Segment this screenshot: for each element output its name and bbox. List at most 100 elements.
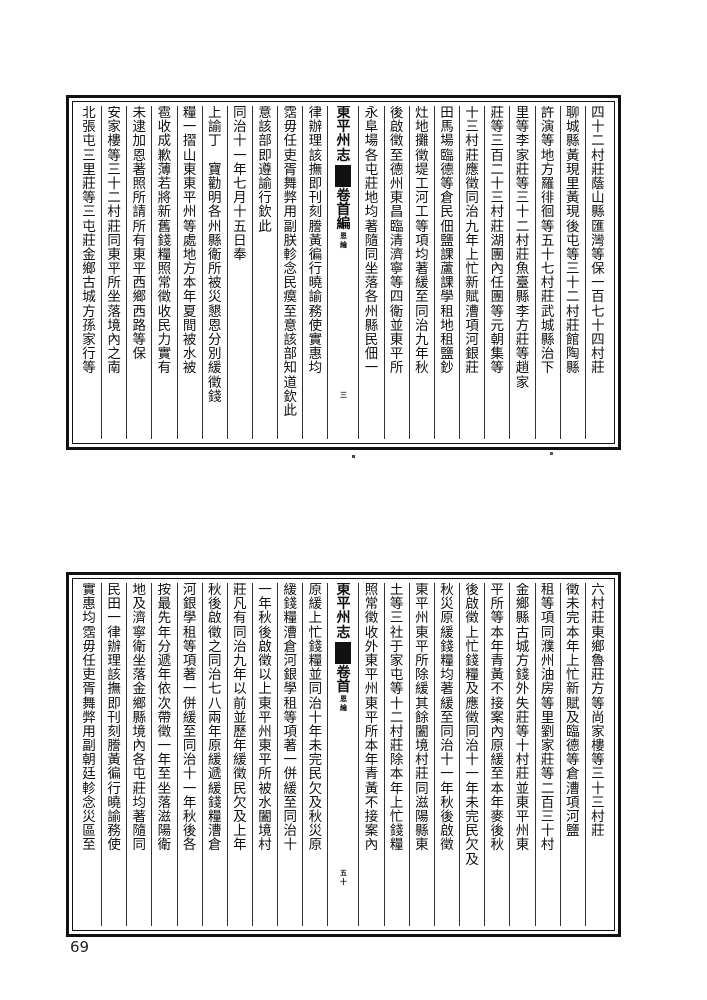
character: 衛 [207,246,222,263]
character: 歷 [233,723,247,740]
character: 未 [566,596,580,613]
character: 年 [258,596,272,613]
character: 三 [566,261,580,278]
character: 平 [132,261,147,278]
text-column: 莊等三百二十三村莊湖團內任團等元朝集等 [484,106,509,439]
character: 鄉 [132,289,147,306]
character: 學 [182,610,197,627]
character: 被 [207,275,222,292]
character: 年 [490,638,505,655]
character: 學 [440,289,454,306]
character: 村 [465,133,479,150]
character: 濮 [540,638,555,655]
character: 十 [490,175,505,192]
character: 綸 [339,240,347,250]
character: 上 [566,652,580,669]
character: 舞 [82,695,96,712]
character: 安 [107,106,121,121]
character: 莊 [389,738,404,755]
book-title: 東平州志 [328,106,358,163]
character: 朝 [82,752,96,769]
character: 知 [283,360,297,377]
text-column: 秋災原緩錢糧均著緩至同治十一年秋後啟徵 [433,583,459,926]
character: 衛 [389,303,404,320]
character: 陶 [566,346,580,363]
character: 軫 [82,780,96,797]
character: 未 [132,106,147,121]
text-column: 律辦理該撫即刊刻謄黃徧行曉諭務使實惠均 [302,106,327,439]
character: 年 [182,794,197,811]
character: 未 [465,794,479,811]
character: 常 [364,596,379,613]
text-column: 安家樓等三十二村莊同東平所坐落境內之南 [101,106,126,439]
character: 及 [566,709,580,726]
character: 徵 [465,175,479,192]
character: 三 [515,190,530,207]
character: 以 [233,681,247,698]
character: 學 [283,681,297,698]
character: 年 [233,837,247,854]
character: 團 [490,289,505,306]
character: 同 [233,624,247,641]
character: 逮 [132,119,147,136]
character: 隨 [132,823,147,840]
character: 東 [336,583,351,598]
character: 失 [515,695,530,712]
character: 即 [308,175,323,192]
character: 縣 [566,133,580,150]
character: 各 [182,837,197,854]
character: 年 [415,346,429,363]
character: 屯 [389,667,404,684]
character: 方 [540,161,555,178]
character: 等 [540,766,555,783]
character: 三 [465,119,479,136]
character: 上 [465,246,479,263]
character: 德 [566,738,580,755]
character: 東 [182,175,197,192]
character: 秋 [415,360,429,377]
character: 二 [515,218,530,235]
character: 闔 [258,809,272,825]
character: 接 [490,695,505,712]
chapter-note: 恩綸 [328,231,358,249]
character: 外 [515,681,530,698]
text-column: 莊凡有同治九年以前並歷年緩徵民欠及上年 [226,583,252,926]
character: 鹽 [440,346,454,363]
character: 十 [566,275,580,292]
character: 鈔 [440,360,454,377]
character: 州 [258,723,272,740]
character: 謄 [308,218,323,235]
character: 方 [515,652,530,669]
text-column: 原緩上忙錢糧並同治十年未完民欠及秋災原 [302,583,327,926]
character: 南 [107,360,121,377]
character: 同 [233,106,247,121]
character: 徵 [440,837,454,854]
character: 將 [157,190,172,207]
character: 應 [465,695,479,712]
character: 錢 [440,638,454,655]
character: 莊 [490,106,505,121]
character: 三 [540,809,555,825]
character: 四 [591,332,605,348]
character: 同 [207,652,222,669]
character: 地 [364,190,379,207]
character: 鹽 [440,232,454,249]
character: 糧 [283,610,297,627]
character: 城 [82,289,96,306]
character: 凡 [233,596,247,613]
character: 卷 [336,187,351,204]
character: 年 [566,638,580,655]
character: 上 [258,681,272,698]
character: 三 [591,766,605,783]
character: 本 [490,780,505,797]
character: 村 [389,723,404,740]
character: 餘 [415,709,429,726]
character: 馬 [440,119,454,136]
character: 十 [515,204,530,221]
character: 莊 [415,766,429,783]
character: 徵 [465,709,479,726]
character: 一 [182,780,197,797]
character: 之 [107,346,121,363]
text-column: 許演等地方羅徘徊等五十七村莊武城縣治下 [534,106,560,439]
character: 等 [132,332,147,348]
